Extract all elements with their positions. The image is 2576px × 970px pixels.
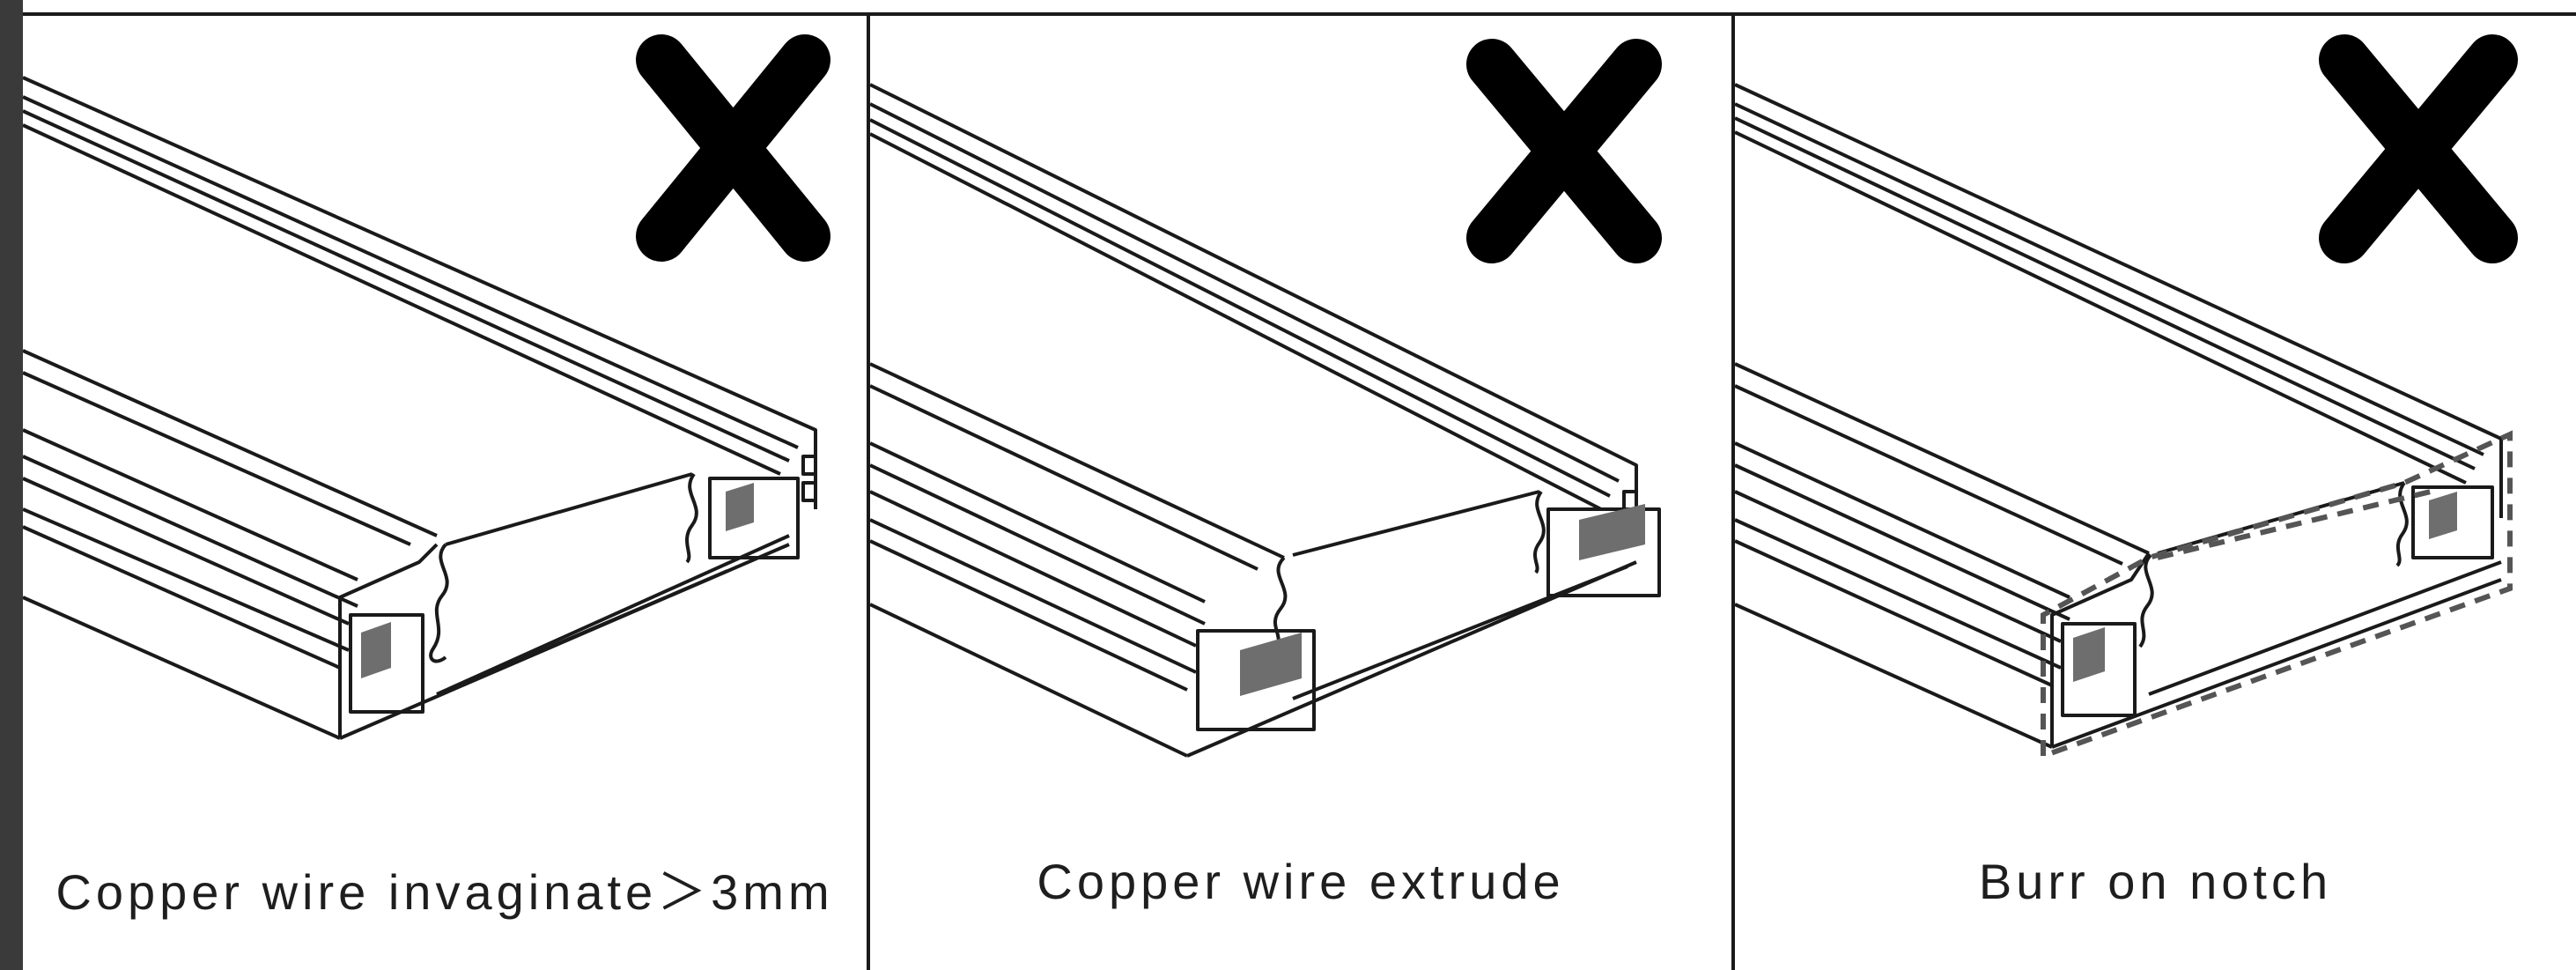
profile-illustration-3	[1735, 34, 2518, 759]
copper-insert	[726, 483, 754, 531]
diagram-panel-2: Copper wire extrude	[870, 16, 1731, 970]
profile-illustration-1	[23, 34, 830, 740]
cross-mark-icon	[636, 34, 830, 262]
burr-outline	[2041, 430, 2513, 759]
panel-divider	[1731, 16, 1735, 970]
copper-insert	[1579, 504, 1645, 560]
copper-insert	[1240, 633, 1302, 696]
diagram-panel-3: Burr on notch	[1735, 16, 2576, 970]
panel-caption: Copper wire invaginate＞3mm	[55, 864, 834, 920]
copper-insert	[361, 622, 391, 678]
copper-insert	[2073, 627, 2105, 682]
cross-mark-icon	[1466, 39, 1662, 263]
copper-insert	[2429, 492, 2457, 539]
top-border	[23, 12, 2576, 16]
profile-illustration-2	[870, 39, 1662, 758]
panel-divider	[867, 16, 870, 970]
panel-caption: Copper wire extrude	[1037, 854, 1565, 909]
diagram-panel-1: Copper wire invaginate＞3mm	[23, 16, 867, 970]
window-left-edge	[0, 0, 23, 970]
panel-caption: Burr on notch	[1978, 854, 2333, 909]
cross-mark-icon	[2319, 34, 2518, 263]
